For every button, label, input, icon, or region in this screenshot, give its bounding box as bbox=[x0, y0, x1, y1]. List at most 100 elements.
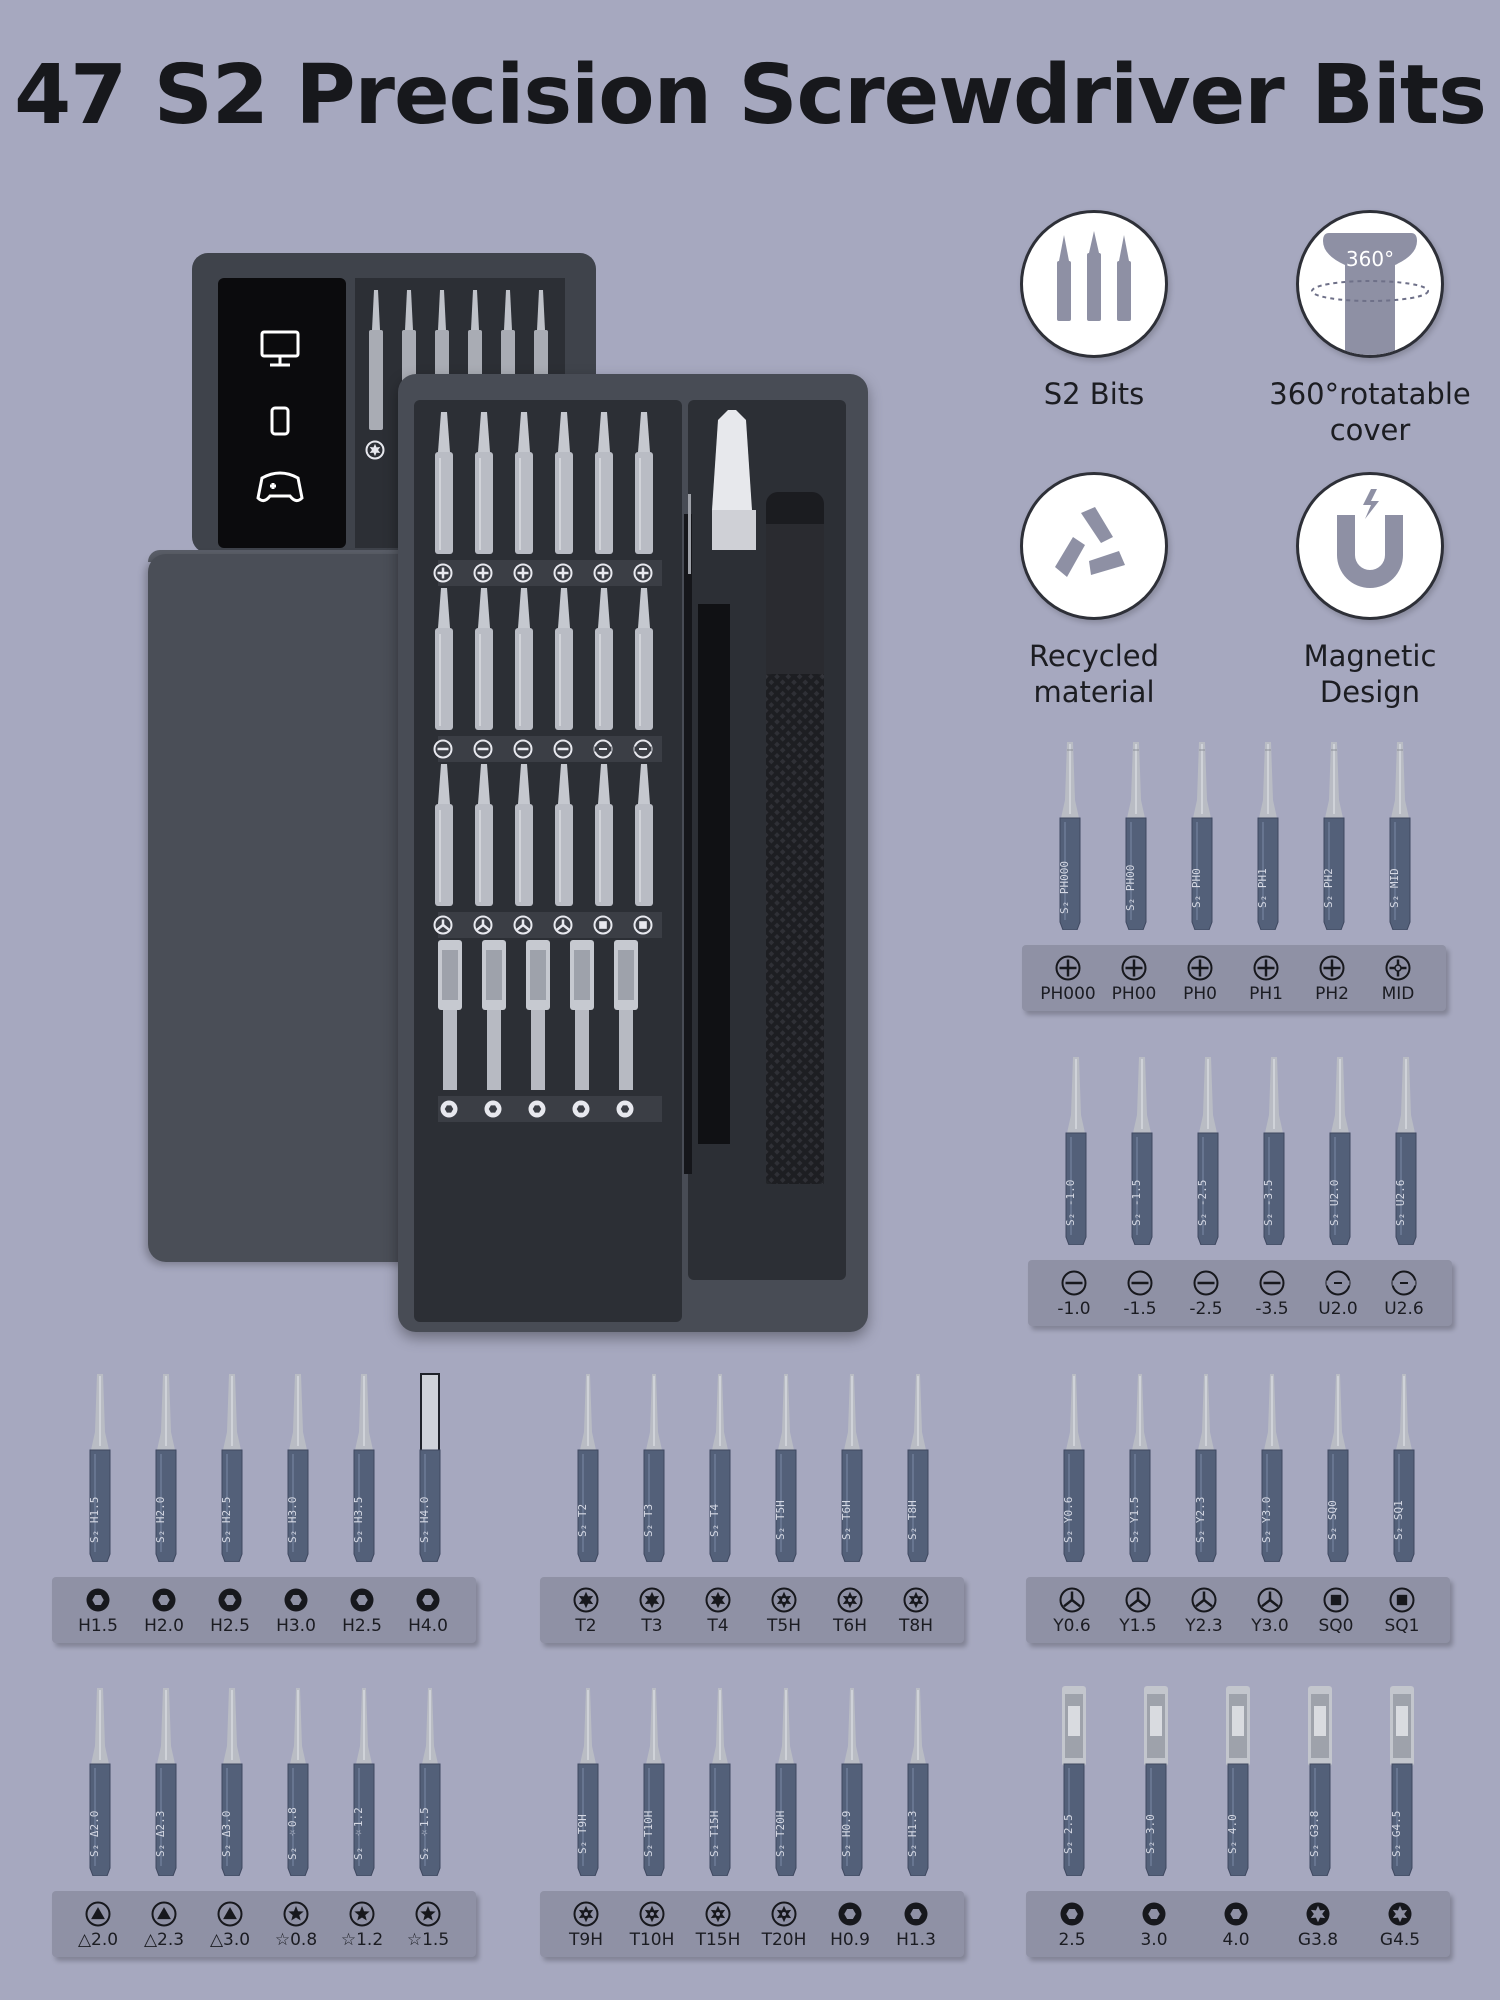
bit-label: T20H bbox=[761, 1930, 807, 1950]
bit-label: PH2 bbox=[1315, 984, 1349, 1004]
feature-label: S2 Bits bbox=[1043, 377, 1145, 411]
minus-head-icon bbox=[1259, 1270, 1285, 1296]
bit-label: 2.5 bbox=[1058, 1930, 1086, 1950]
kit-u-icon bbox=[633, 739, 653, 759]
hex-head-icon bbox=[415, 1587, 441, 1613]
bit-label: -3.5 bbox=[1255, 1299, 1289, 1319]
kit-bit bbox=[614, 940, 638, 1090]
bit-label: △2.0 bbox=[77, 1930, 119, 1950]
hex-head-icon bbox=[217, 1587, 243, 1613]
bit-etching: S₂ 2.5 bbox=[1062, 1814, 1075, 1854]
hex-head-icon bbox=[903, 1901, 929, 1927]
gear-head-icon bbox=[1305, 1901, 1331, 1927]
screwdriver-handle bbox=[766, 492, 824, 1184]
bit-etching: S₂ U2.0 bbox=[1328, 1179, 1341, 1227]
bit-label: H3.0 bbox=[276, 1616, 316, 1636]
kit-bit bbox=[555, 588, 573, 730]
kit-y-icon bbox=[473, 915, 493, 935]
bit-etching: S₂ T10H bbox=[642, 1810, 655, 1858]
star5-head-icon bbox=[415, 1901, 441, 1927]
bit-tray bbox=[540, 1577, 964, 1643]
feature-label: Magnetic Design bbox=[1303, 639, 1437, 709]
star6-head-icon bbox=[639, 1587, 665, 1613]
bit-etching: S₂ PH2 bbox=[1322, 868, 1335, 908]
bit-etching: S₂ ☆0.8 bbox=[286, 1807, 299, 1861]
kit-bit bbox=[595, 412, 613, 554]
kit-bit bbox=[595, 588, 613, 730]
bit-etching: S₂ -1.5 bbox=[1130, 1179, 1143, 1227]
bit-label: T4 bbox=[707, 1616, 729, 1636]
kit-bit bbox=[438, 940, 462, 1090]
bit-label: ☆0.8 bbox=[274, 1930, 318, 1950]
kit-bit bbox=[482, 940, 506, 1090]
star5-head-icon bbox=[349, 1901, 375, 1927]
bit-tray bbox=[1028, 1260, 1452, 1326]
screwdriver-cap bbox=[712, 410, 756, 550]
bit-etching: S₂ -2.5 bbox=[1196, 1179, 1209, 1227]
bit-label: Y0.6 bbox=[1053, 1616, 1091, 1636]
bit-etching: S₂ Δ2.0 bbox=[88, 1810, 101, 1858]
bit-label: T8H bbox=[899, 1616, 933, 1636]
kit-bit bbox=[515, 764, 533, 906]
bit-etching: S₂ ☆1.5 bbox=[418, 1807, 431, 1861]
kit-bit bbox=[475, 764, 493, 906]
bit-etching: S₂ Y0.6 bbox=[1062, 1496, 1075, 1544]
kit-symbol-strip bbox=[438, 736, 662, 762]
kit-hex-icon bbox=[528, 1100, 546, 1118]
y-head-icon bbox=[1059, 1587, 1085, 1613]
lid-star-icon bbox=[365, 440, 385, 460]
triangle-head-icon bbox=[151, 1901, 177, 1927]
s2-bits-icon bbox=[1020, 210, 1168, 358]
bit-label: PH00 bbox=[1111, 984, 1157, 1004]
bit-label: Y3.0 bbox=[1251, 1616, 1289, 1636]
kit-plus-icon bbox=[553, 563, 573, 583]
star6h-head-icon bbox=[771, 1587, 797, 1613]
bit-etching: S₂ H4.0 bbox=[418, 1496, 431, 1544]
bit-tray bbox=[1022, 945, 1446, 1011]
minus-head-icon bbox=[1127, 1270, 1153, 1296]
bit-label: T9H bbox=[569, 1930, 603, 1950]
bit-etching: S₂ T8H bbox=[906, 1500, 919, 1540]
bit-label: PH0 bbox=[1183, 984, 1217, 1004]
bit-etching: S₂ -1.0 bbox=[1064, 1179, 1077, 1227]
hex-head-icon bbox=[151, 1587, 177, 1613]
kit-bit bbox=[635, 764, 653, 906]
bit-etching: S₂ PH00 bbox=[1124, 864, 1137, 912]
u-head-icon bbox=[1391, 1270, 1417, 1296]
bit-label: Y2.3 bbox=[1185, 1616, 1223, 1636]
star6h-head-icon bbox=[771, 1901, 797, 1927]
bit-label: H2.5 bbox=[210, 1616, 250, 1636]
kit-bit bbox=[570, 940, 594, 1090]
minus-head-icon bbox=[1193, 1270, 1219, 1296]
feature-label: Recycled material bbox=[1028, 639, 1160, 709]
kit-y-icon bbox=[553, 915, 573, 935]
minus-head-icon bbox=[1061, 1270, 1087, 1296]
rotatable-cover-icon: 360° bbox=[1296, 210, 1444, 358]
bit-etching: S₂ T20H bbox=[774, 1810, 787, 1858]
kit-bit bbox=[435, 588, 453, 730]
star6h-head-icon bbox=[705, 1901, 731, 1927]
rotation-badge: 360° bbox=[1345, 247, 1395, 271]
bit-etching: S₂ G3.8 bbox=[1308, 1810, 1321, 1858]
bit-label: T5H bbox=[767, 1616, 801, 1636]
monitor-icon bbox=[260, 330, 300, 367]
bit-label: T2 bbox=[575, 1616, 597, 1636]
star6h-head-icon bbox=[837, 1587, 863, 1613]
bit-etching: S₂ PH1 bbox=[1256, 868, 1269, 908]
kit-square-icon bbox=[633, 915, 653, 935]
bit-etching: S₂ Y1.5 bbox=[1128, 1496, 1141, 1544]
bit-label: 4.0 bbox=[1222, 1930, 1250, 1950]
kit-bit bbox=[555, 764, 573, 906]
bit-label: -1.5 bbox=[1123, 1299, 1157, 1319]
kit-cover bbox=[148, 554, 438, 1262]
star6-head-icon bbox=[573, 1587, 599, 1613]
bit-label: MID bbox=[1381, 984, 1415, 1004]
bit-label: H4.0 bbox=[408, 1616, 448, 1636]
bit-etching: S₂ H2.5 bbox=[220, 1496, 233, 1544]
feature-recycled: Recycled material bbox=[964, 472, 1224, 710]
kit-symbol-strip bbox=[438, 560, 662, 586]
kit-y-icon bbox=[513, 915, 533, 935]
kit-minus-icon bbox=[513, 739, 533, 759]
